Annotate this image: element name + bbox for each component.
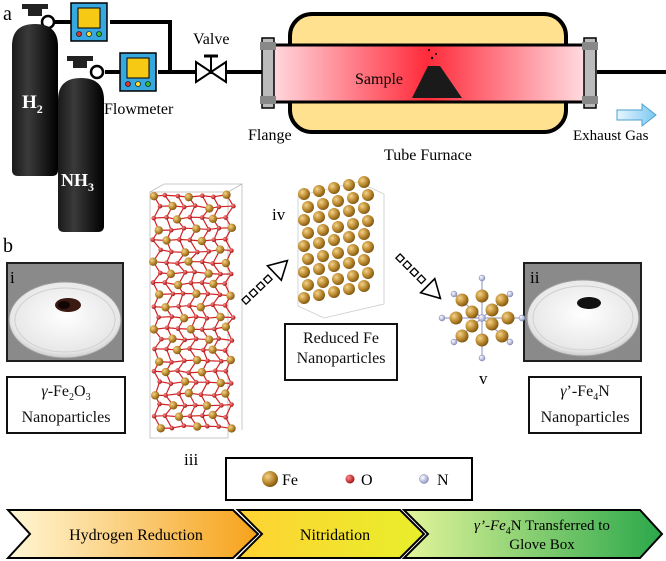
sample-pile [412,49,462,98]
h2-cylinder: H2 [12,4,58,176]
sample-label: Sample [355,71,403,88]
reduced-fe-line2: Nanoparticles [296,350,386,367]
gamma-fe2o3-line1: γ-Fe2O3 [41,383,91,404]
step-3-label-line1: γ’-Fe4N Transferred to [474,518,610,537]
nh3-cylinder: NH3 [58,56,105,232]
gamma-fe4n-line2: Nanoparticles [540,409,630,427]
photo-gamma-fe4n [523,262,642,362]
step-3-label-line2: Glove Box [509,537,575,553]
legend-o-label: O [361,472,373,489]
exhaust-arrow-icon [616,102,657,128]
arrow-iii-to-iv-icon [241,259,289,306]
gamma-fe2o3-line2: Nanoparticles [21,409,111,427]
nh3-label: NH3 [61,170,94,194]
flowmeter-label: Flowmeter [104,101,174,118]
valve-label: Valve [193,31,229,48]
label-gamma-fe4n-nanoparticles: γ’-Fe4N Nanoparticles [528,376,642,434]
panel-b-label: b [3,235,13,257]
h2-label: H2 [22,92,43,116]
structure-gamma-fe2o3 [148,183,244,439]
structure-gamma-fe4n [438,274,526,362]
structure-iv-label: iv [272,205,286,224]
reduced-fe-line1: Reduced Fe [303,330,379,347]
flange-label: Flange [248,127,292,144]
flowmeter-upper [70,2,108,42]
gamma-fe4n-line1: γ’-Fe4N [560,383,610,404]
structure-reduced-fe [297,176,385,319]
flowmeter-lower [119,52,157,92]
process-step-transfer-glove-box: γ’-Fe4N Transferred to Glove Box [401,509,664,559]
process-step-nitridation: Nitridation [235,509,426,559]
structure-iii-label: iii [184,450,198,469]
legend-n-label: N [437,472,449,489]
valve-icon [195,54,227,84]
legend-n: N [419,472,449,489]
arrow-iv-to-v-icon [394,252,442,300]
legend-fe-label: Fe [282,472,298,489]
step-1-label: Hydrogen Reduction [69,527,203,544]
exhaust-label: Exhaust Gas [573,128,649,144]
panel-a-label: a [3,3,12,25]
label-reduced-fe-nanoparticles: Reduced Fe Nanoparticles [284,323,398,381]
legend-fe: Fe [262,471,298,489]
photo-ii-label: ii [530,268,540,287]
structure-v-label: v [479,369,488,388]
furnace-label: Tube Furnace [384,147,472,164]
legend-o: O [345,472,373,489]
flange-right [582,37,598,109]
photo-i-label: i [10,268,15,287]
process-step-hydrogen-reduction: Hydrogen Reduction [5,509,260,559]
step-2-label: Nitridation [300,527,370,544]
photo-gamma-fe2o3 [6,262,124,362]
flange-left [260,37,276,109]
label-gamma-fe2o3-nanoparticles: γ-Fe2O3 Nanoparticles [6,376,126,434]
